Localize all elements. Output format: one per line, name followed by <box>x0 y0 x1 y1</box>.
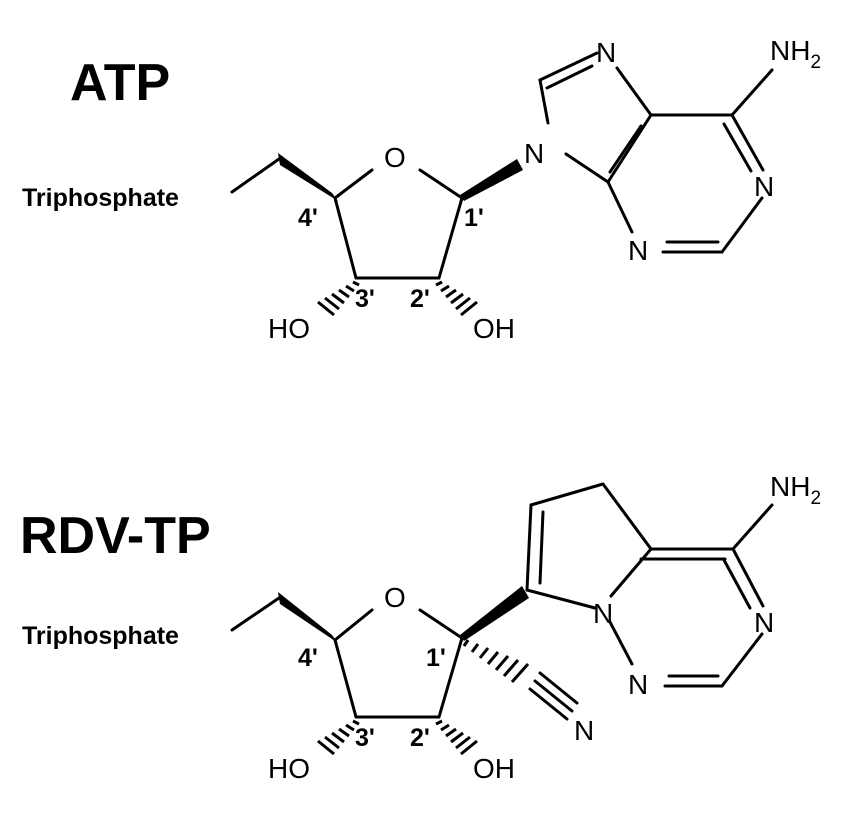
atp-c1-wedge <box>460 159 523 201</box>
rdvtp-triphosphate-label: Triphosphate <box>22 622 179 650</box>
atp-ring-oxygen: O <box>384 142 406 173</box>
rdvtp-hydroxyl-2: OH <box>473 753 515 784</box>
rdvtp-title: RDV-TP <box>20 507 211 565</box>
rdvtp-c1-cyano-hash <box>462 639 530 683</box>
atp-hydroxyl-2: OH <box>473 313 515 344</box>
atp-position-2: 2' <box>410 285 430 313</box>
rdvtp-c1-wedge <box>460 586 529 641</box>
atp-hydroxyl-3: HO <box>268 313 310 344</box>
atp-triphosphate-label: Triphosphate <box>22 184 179 212</box>
rdvtp-nitrile-n: N <box>574 715 594 746</box>
rdvtp-bonds <box>230 482 774 721</box>
atp-labels: Triphosphate O 4' 3' 2' 1' HO OH N N N N… <box>22 35 821 344</box>
rdvtp-hydroxyl-3: HO <box>268 753 310 784</box>
rdvtp-ring-oxygen: O <box>384 582 406 613</box>
atp-position-1: 1' <box>464 204 484 232</box>
atp-position-4: 4' <box>298 204 318 232</box>
rdvtp-bridgehead-n: N <box>593 598 613 629</box>
atp-position-3: 3' <box>355 285 375 313</box>
atp-title: ATP <box>70 54 170 112</box>
rdvtp-position-2: 2' <box>410 724 430 752</box>
rdvtp-stereo-bonds <box>278 586 530 756</box>
atp-n1: N <box>754 171 774 202</box>
rdvtp-triazine-n3: N <box>628 669 648 700</box>
atp-c4-wedge <box>278 153 338 201</box>
rdvtp-c3-hash <box>317 719 360 756</box>
atp-n7: N <box>596 37 616 68</box>
rdvtp-structure: RDV-TP <box>20 471 821 784</box>
atp-n3: N <box>628 235 648 266</box>
rdvtp-position-1: 1' <box>426 644 446 672</box>
rdvtp-amine: NH2 <box>770 471 821 509</box>
rdvtp-c2-hash <box>435 719 478 756</box>
atp-c2-hash <box>435 280 478 317</box>
rdvtp-triazine-n1: N <box>754 607 774 638</box>
atp-n9: N <box>524 138 544 169</box>
atp-structure: ATP <box>22 35 821 344</box>
atp-amine: NH2 <box>770 35 821 73</box>
atp-c3-hash <box>317 280 360 317</box>
rdvtp-position-4: 4' <box>298 644 318 672</box>
rdvtp-c4-wedge <box>278 592 338 643</box>
rdvtp-labels: Triphosphate O 4' 3' 2' 1' HO OH N N N N… <box>22 471 821 784</box>
atp-stereo-bonds <box>278 153 523 317</box>
rdvtp-position-3: 3' <box>355 724 375 752</box>
atp-bonds <box>230 51 774 280</box>
